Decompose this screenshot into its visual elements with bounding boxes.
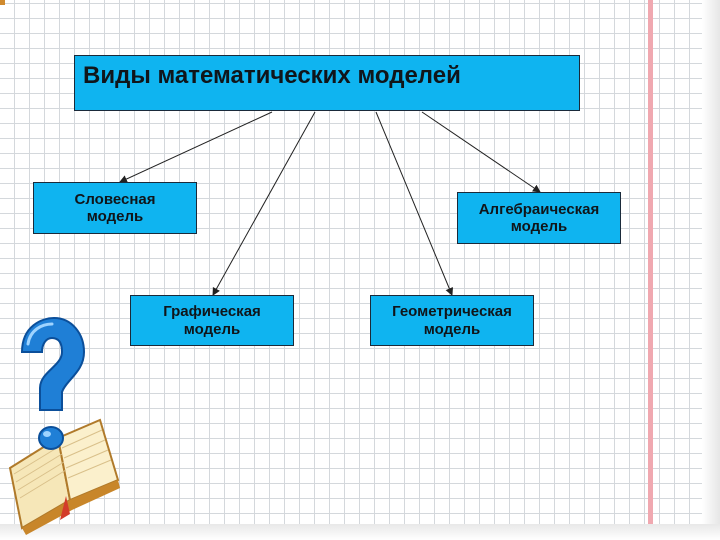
arrow-to-graphic-model — [212, 111, 316, 296]
page-edge-right — [702, 0, 720, 540]
open-book-icon — [8, 418, 120, 535]
notebook-margin-line — [648, 0, 653, 540]
geometric-model-label: Геометрическая модель — [392, 303, 512, 338]
diagram-title-box: Виды математических моделей — [74, 55, 580, 111]
page-edge-bottom — [0, 524, 720, 540]
arrow-to-geometric-model — [375, 111, 454, 296]
question-mark-icon — [20, 316, 86, 450]
diagram-title: Виды математических моделей — [83, 62, 461, 89]
graphic-model-box: Графическая модель — [130, 295, 294, 346]
geometric-model-box: Геометрическая модель — [370, 295, 534, 346]
verbal-model-box: Словесная модель — [33, 182, 197, 234]
graphic-model-label: Графическая модель — [163, 303, 261, 338]
arrow-to-algebraic-model — [421, 111, 541, 193]
arrow-to-verbal-model — [119, 111, 273, 183]
algebraic-model-label: Алгебраическая модель — [478, 200, 600, 235]
verbal-model-label: Словесная модель — [74, 190, 156, 225]
corner-mark — [0, 0, 5, 5]
algebraic-model-box: Алгебраическая модель — [457, 192, 621, 244]
